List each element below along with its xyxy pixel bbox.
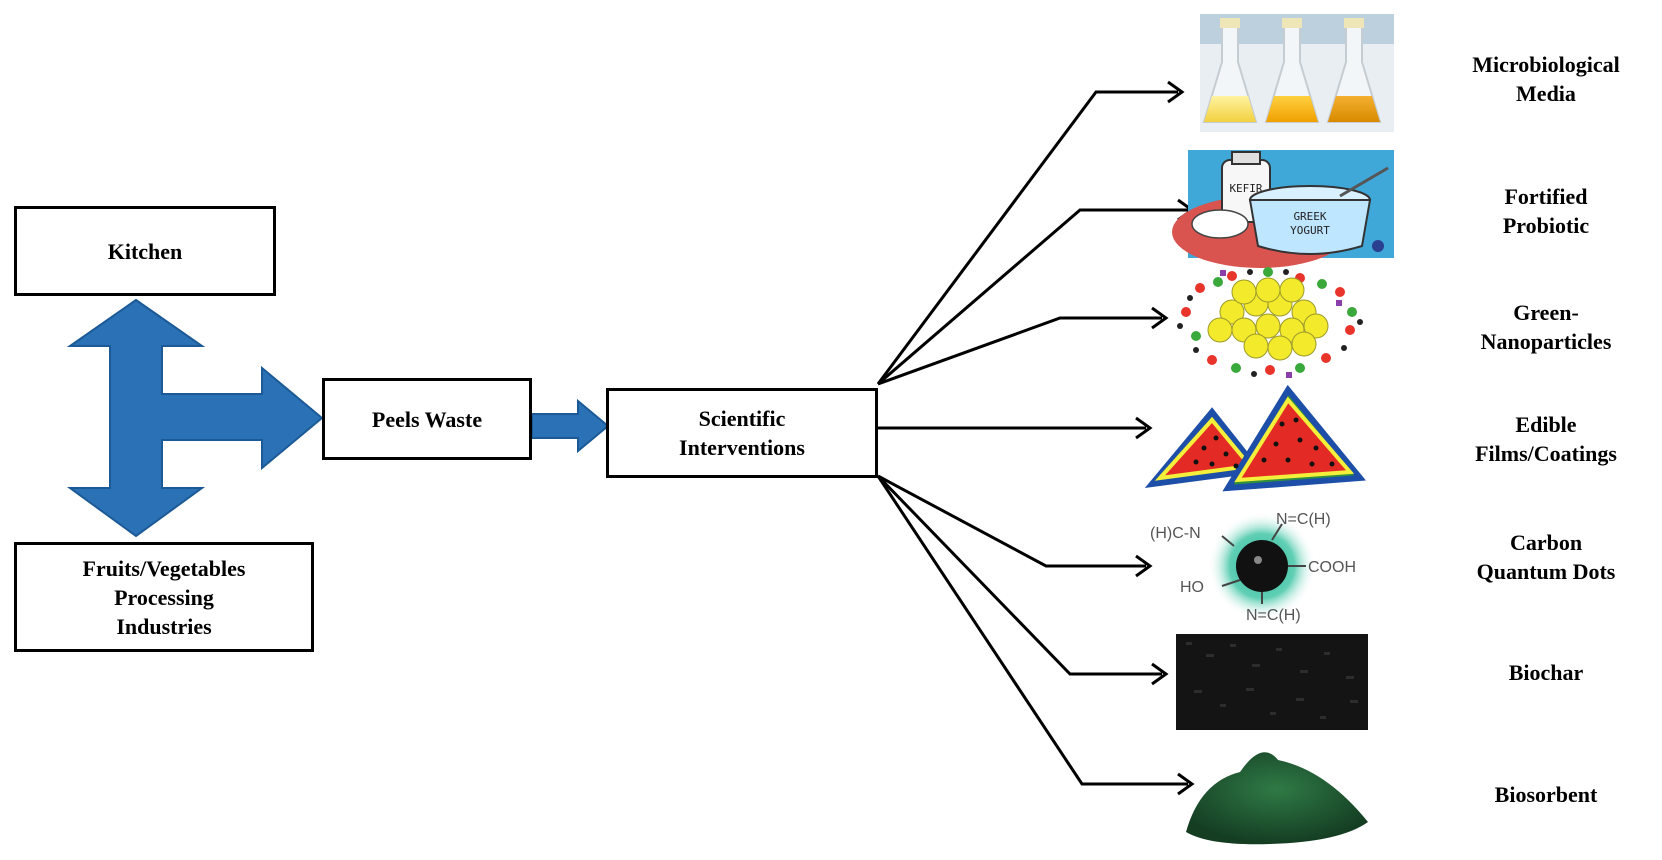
small-blue-arrow: [531, 398, 610, 454]
peels-waste-label: Peels Waste: [371, 406, 483, 432]
output-label-biochar: Biochar: [1508, 660, 1584, 685]
peels-waste-box: Peels Waste: [322, 378, 532, 460]
yogurt-text: YOGURT: [1290, 224, 1330, 237]
connector-nanoparticles: [877, 316, 1162, 386]
arrowhead-icon: [1135, 554, 1153, 578]
arrowhead-icon: [1151, 662, 1169, 686]
output-label-microbiological: Microbiological Media: [1472, 52, 1620, 106]
output-label-nanoparticles: Green- Nanoparticles: [1480, 300, 1612, 354]
connector-carbon: [877, 474, 1146, 568]
connector-microbiological: [876, 90, 1178, 385]
output-label-edible: Edible Films/Coatings: [1475, 412, 1617, 466]
industries-line-3: Industries: [116, 613, 212, 639]
big-blue-arrow: [66, 298, 324, 538]
arrowhead-icon: [1177, 772, 1195, 796]
output-label-biosorbent: Biosorbent: [1494, 782, 1598, 807]
connector-biosorbent: [876, 475, 1188, 786]
dot-label-cooh: COOH: [1308, 559, 1356, 576]
carbon-dot-image: (H)C-N N=C(H) COOH HO N=C(H): [1150, 511, 1356, 624]
dot-label-nch-bottom: N=C(H): [1246, 607, 1301, 624]
output-label-probiotic: Fortified Probiotic: [1502, 184, 1590, 238]
kitchen-label: Kitchen: [107, 238, 183, 264]
scientific-line-1: Scientific: [698, 406, 786, 431]
dot-label-ho: HO: [1180, 579, 1204, 596]
scientific-interventions-box: Scientific Interventions: [606, 388, 878, 478]
watermelon-image: [1144, 384, 1366, 492]
nanoparticle-image: [1176, 267, 1363, 378]
connector-probiotic: [877, 208, 1188, 386]
arrowhead-icon: [1151, 306, 1169, 330]
flasks-image: [1200, 14, 1394, 132]
dot-label-hcn: (H)C-N: [1150, 525, 1201, 542]
industries-box: Fruits/Vegetables Processing Industries: [14, 542, 314, 652]
connector-lines: [876, 90, 1188, 786]
biosorbent-powder-image: [1186, 752, 1368, 845]
kitchen-box: Kitchen: [14, 206, 276, 296]
output-label-carbon: Carbon Quantum Dots: [1476, 530, 1616, 584]
connector-biochar: [876, 474, 1162, 676]
scientific-line-2: Interventions: [679, 435, 805, 460]
kefir-yogurt-image: KEFIR GREEK YOGURT: [1172, 150, 1394, 268]
arrowhead-icon: [1167, 80, 1185, 104]
kefir-text: KEFIR: [1229, 182, 1262, 195]
biochar-image: [1176, 634, 1368, 730]
industries-line-1: Fruits/Vegetables: [82, 555, 246, 581]
arrowhead-icon: [1135, 416, 1153, 440]
greek-text: GREEK: [1293, 210, 1326, 223]
dot-label-nch-top: N=C(H): [1276, 511, 1331, 528]
industries-line-2: Processing: [114, 584, 214, 610]
